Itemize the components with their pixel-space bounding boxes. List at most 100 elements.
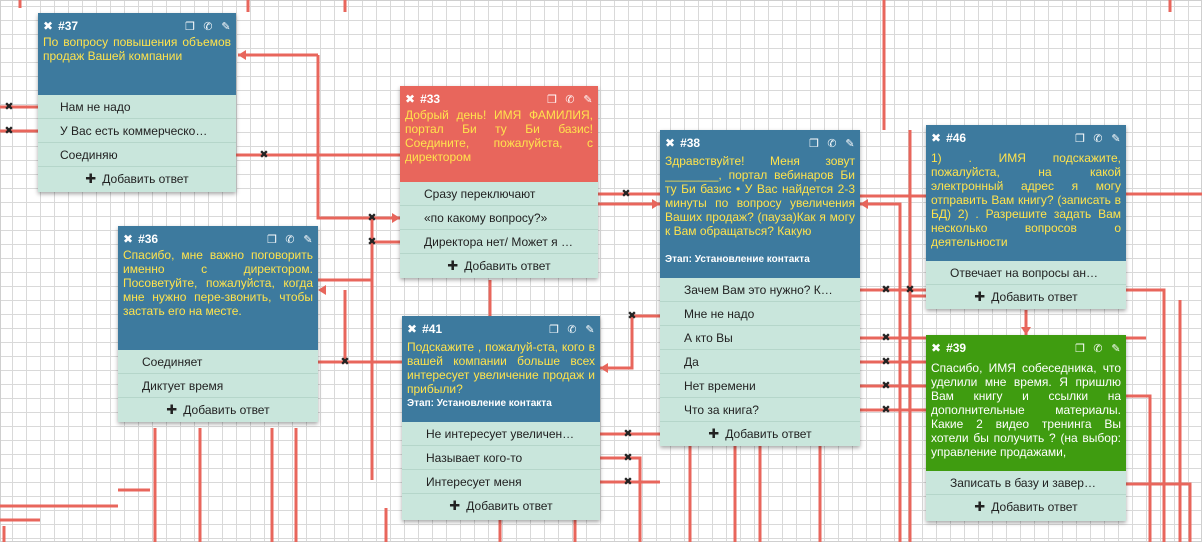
plus-icon: ✚ (85, 171, 97, 186)
stage-label: Этап: Установление контакта (407, 398, 552, 409)
connector-delete-icon[interactable]: ✖ (621, 188, 631, 200)
card-41[interactable]: ✖ #41 ❐ ✆ ✎ Подскажите , пожалуй-ста, ко… (402, 316, 600, 520)
card-46[interactable]: ✖ #46 ❐ ✆ ✎ 1) . ИМЯ подскажите, пожалуй… (926, 125, 1126, 309)
copy-icon[interactable]: ❐ (185, 20, 195, 33)
card-37-header[interactable]: ✖ #37 ❐ ✆ ✎ По вопросу повышения объемов… (38, 13, 236, 95)
plus-icon: ✚ (449, 498, 461, 513)
card-question-text: 1) . ИМЯ подскажите, пожалуйста, на како… (931, 151, 1121, 249)
phone-icon[interactable]: ✆ (565, 93, 575, 106)
add-answer-button[interactable]: ✚Добавить ответ (447, 258, 551, 273)
answer-item[interactable]: Мне не надо (660, 302, 860, 326)
card-36-header[interactable]: ✖ #36 ❐ ✆ ✎ Спасибо, мне важно поговорит… (118, 226, 318, 350)
answer-item[interactable]: Отвечает на вопросы ан… (926, 261, 1126, 285)
connector-delete-icon[interactable]: ✖ (623, 476, 633, 488)
answer-item[interactable]: Зачем Вам это нужно? К… (660, 278, 860, 302)
phone-icon[interactable]: ✆ (1093, 342, 1103, 355)
phone-icon[interactable]: ✆ (567, 323, 577, 336)
phone-icon[interactable]: ✆ (285, 233, 295, 246)
close-icon[interactable]: ✖ (407, 322, 418, 336)
card-33-header[interactable]: ✖ #33 ❐ ✆ ✎ Добрый день! ИМЯ ФАМИЛИЯ, по… (400, 86, 598, 182)
card-question-text: Спасибо, мне важно поговорить именно с д… (123, 248, 313, 318)
phone-icon[interactable]: ✆ (1093, 132, 1103, 145)
answer-item[interactable]: Что за книга? (660, 398, 860, 422)
answer-item[interactable]: Диктует время (118, 374, 318, 398)
copy-icon[interactable]: ❐ (1075, 132, 1085, 145)
connector-delete-icon[interactable]: ✖ (4, 101, 14, 113)
close-icon[interactable]: ✖ (931, 131, 942, 145)
answer-item[interactable]: Интересует меня (402, 470, 600, 494)
connector-delete-icon[interactable]: ✖ (627, 310, 637, 322)
card-id: #46 (946, 131, 967, 145)
answer-item[interactable]: Соединяю (38, 143, 236, 167)
answer-item[interactable]: А кто Вы (660, 326, 860, 350)
plus-icon: ✚ (166, 402, 178, 417)
connector-delete-icon[interactable]: ✖ (259, 149, 269, 161)
answer-item[interactable]: Соединяет (118, 350, 318, 374)
card-39[interactable]: ✖ #39 ❐ ✆ ✎ Спасибо, ИМЯ собеседника, чт… (926, 335, 1126, 521)
pencil-icon[interactable]: ✎ (1111, 132, 1121, 145)
add-answer-button[interactable]: ✚Добавить ответ (974, 289, 1078, 304)
copy-icon[interactable]: ❐ (547, 93, 557, 106)
pencil-icon[interactable]: ✎ (583, 93, 593, 106)
plus-icon: ✚ (974, 499, 986, 514)
pencil-icon[interactable]: ✎ (585, 323, 595, 336)
close-icon[interactable]: ✖ (405, 92, 416, 106)
plus-icon: ✚ (447, 258, 459, 273)
answer-item[interactable]: У Вас есть коммерческо… (38, 119, 236, 143)
card-id: #33 (420, 92, 441, 106)
add-answer-button[interactable]: ✚Добавить ответ (85, 171, 189, 186)
answer-item[interactable]: Да (660, 350, 860, 374)
phone-icon[interactable]: ✆ (203, 20, 213, 33)
copy-icon[interactable]: ❐ (1075, 342, 1085, 355)
pencil-icon[interactable]: ✎ (1111, 342, 1121, 355)
pencil-icon[interactable]: ✎ (221, 20, 231, 33)
add-answer-button[interactable]: ✚Добавить ответ (974, 499, 1078, 514)
copy-icon[interactable]: ❐ (267, 233, 277, 246)
answer-item[interactable]: Директора нет/ Может я … (400, 230, 598, 254)
add-answer-button[interactable]: ✚Добавить ответ (166, 402, 270, 417)
card-39-header[interactable]: ✖ #39 ❐ ✆ ✎ Спасибо, ИМЯ собеседника, чт… (926, 335, 1126, 471)
close-icon[interactable]: ✖ (665, 136, 676, 150)
connector-delete-icon[interactable]: ✖ (623, 452, 633, 464)
answer-item[interactable]: Сразу переключают (400, 182, 598, 206)
connector-delete-icon[interactable]: ✖ (881, 356, 891, 368)
connector-delete-icon[interactable]: ✖ (367, 212, 377, 224)
card-38[interactable]: ✖ #38 ❐ ✆ ✎ Здравствуйте! Меня зовут ___… (660, 130, 860, 446)
close-icon[interactable]: ✖ (123, 232, 134, 246)
card-36[interactable]: ✖ #36 ❐ ✆ ✎ Спасибо, мне важно поговорит… (118, 226, 318, 422)
add-answer-button[interactable]: ✚Добавить ответ (708, 426, 812, 441)
phone-icon[interactable]: ✆ (827, 137, 837, 150)
card-46-header[interactable]: ✖ #46 ❐ ✆ ✎ 1) . ИМЯ подскажите, пожалуй… (926, 125, 1126, 261)
answer-item[interactable]: Называет кого-то (402, 446, 600, 470)
card-question-text: Добрый день! ИМЯ ФАМИЛИЯ, портал Би ту Б… (405, 108, 593, 164)
pencil-icon[interactable]: ✎ (303, 233, 313, 246)
plus-icon: ✚ (974, 289, 986, 304)
connector-delete-icon[interactable]: ✖ (623, 428, 633, 440)
close-icon[interactable]: ✖ (43, 19, 54, 33)
connector-delete-icon[interactable]: ✖ (881, 284, 891, 296)
close-icon[interactable]: ✖ (931, 341, 942, 355)
answer-item[interactable]: Не интересует увеличен… (402, 422, 600, 446)
pencil-icon[interactable]: ✎ (845, 137, 855, 150)
answer-item[interactable]: Записать в базу и завер… (926, 471, 1126, 495)
card-id: #37 (58, 19, 79, 33)
connector-delete-icon[interactable]: ✖ (340, 356, 350, 368)
answer-item[interactable]: Нам не надо (38, 95, 236, 119)
add-answer-button[interactable]: ✚Добавить ответ (449, 498, 553, 513)
connector-delete-icon[interactable]: ✖ (4, 125, 14, 137)
copy-icon[interactable]: ❐ (809, 137, 819, 150)
card-33[interactable]: ✖ #33 ❐ ✆ ✎ Добрый день! ИМЯ ФАМИЛИЯ, по… (400, 86, 598, 278)
copy-icon[interactable]: ❐ (549, 323, 559, 336)
connector-delete-icon[interactable]: ✖ (881, 332, 891, 344)
connector-delete-icon[interactable]: ✖ (367, 236, 377, 248)
card-37[interactable]: ✖ #37 ❐ ✆ ✎ По вопросу повышения объемов… (38, 13, 236, 192)
connector-delete-icon[interactable]: ✖ (881, 404, 891, 416)
answer-item[interactable]: Нет времени (660, 374, 860, 398)
card-41-header[interactable]: ✖ #41 ❐ ✆ ✎ Подскажите , пожалуй-ста, ко… (402, 316, 600, 422)
answer-item[interactable]: «по какому вопросу?» (400, 206, 598, 230)
connector-delete-icon[interactable]: ✖ (881, 380, 891, 392)
card-38-header[interactable]: ✖ #38 ❐ ✆ ✎ Здравствуйте! Меня зовут ___… (660, 130, 860, 278)
card-id: #41 (422, 322, 443, 336)
connector-delete-icon[interactable]: ✖ (905, 284, 915, 296)
